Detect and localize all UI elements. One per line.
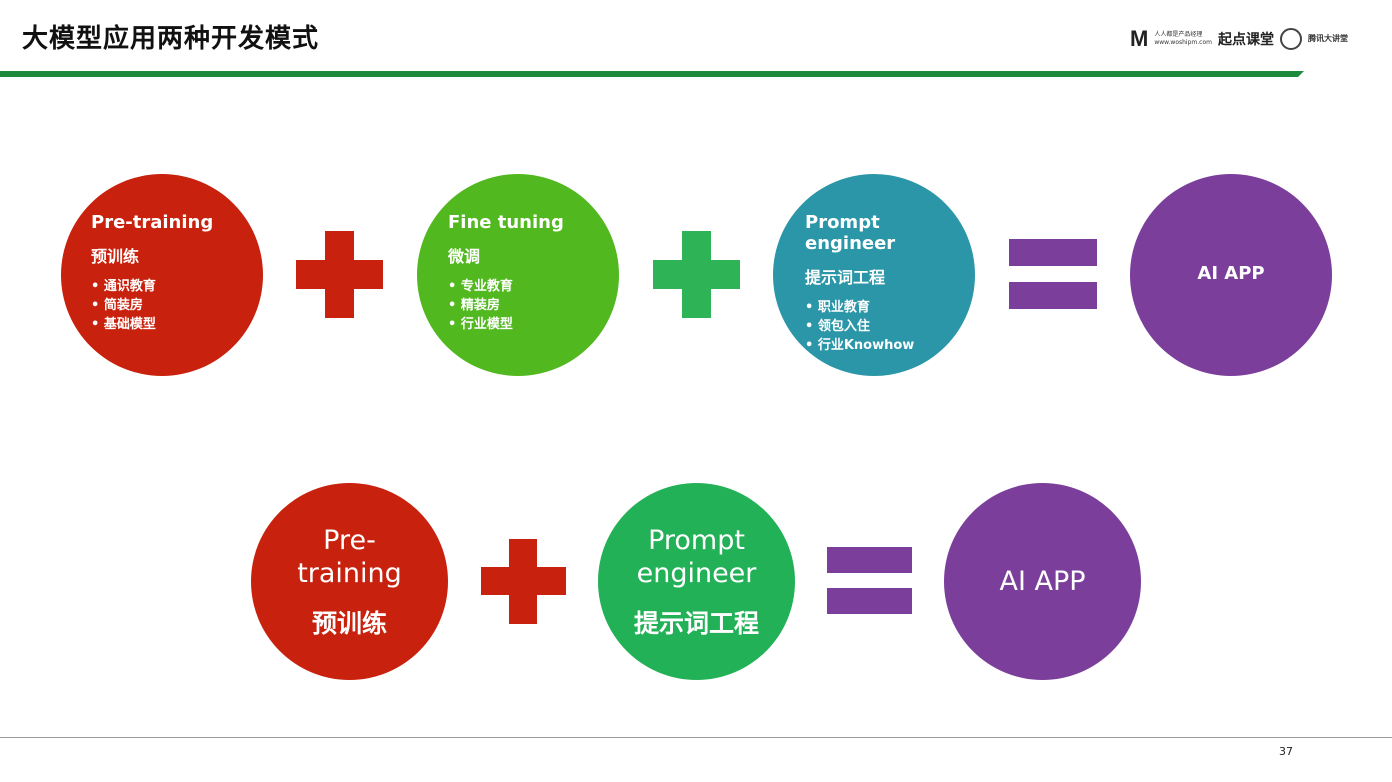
finetuning-title: Fine tuning xyxy=(448,212,564,233)
pretraining-title: Pre-training xyxy=(91,212,214,233)
woshipm-logo: M xyxy=(1130,26,1149,51)
list-item: 行业模型 xyxy=(448,315,619,334)
circle-pretraining-2: Pre- training 预训练 xyxy=(251,483,448,680)
list-item: 精装房 xyxy=(448,296,619,315)
plus-icon xyxy=(653,231,740,318)
page-title: 大模型应用两种开发模式 xyxy=(22,24,320,54)
woshipm-url: www.woshipm.com xyxy=(1154,39,1212,46)
page-number: 37 xyxy=(1279,745,1293,758)
pretraining-list: 通识教育 简装房 基础模型 xyxy=(91,277,263,334)
list-item: 简装房 xyxy=(91,296,263,315)
list-item: 通识教育 xyxy=(91,277,263,296)
circle-finetuning: Fine tuning 微调 专业教育 精装房 行业模型 xyxy=(417,174,619,376)
equals-icon xyxy=(827,547,912,614)
logo-bar: M 人人都是产品经理 www.woshipm.com 起点课堂 腾讯大讲堂 xyxy=(1130,26,1348,52)
plus-icon xyxy=(481,539,566,624)
pretraining2-title-line2: training xyxy=(297,557,402,589)
finetuning-subtitle: 微调 xyxy=(448,247,481,266)
woshipm-text: 人人都是产品经理 www.woshipm.com xyxy=(1154,31,1212,47)
pretraining-subtitle: 预训练 xyxy=(91,247,140,266)
prompt2-title-line2: engineer xyxy=(636,557,757,589)
list-item: 职业教育 xyxy=(805,298,975,317)
list-item: 基础模型 xyxy=(91,315,263,334)
tencent-seal-icon xyxy=(1279,28,1302,50)
prompt-title: Prompt engineer xyxy=(805,212,896,254)
pretraining2-title-line1: Pre- xyxy=(323,524,376,556)
title-underline xyxy=(0,71,1304,77)
prompt-subtitle: 提示词工程 xyxy=(805,268,886,287)
pretraining2-subtitle: 预训练 xyxy=(311,608,387,638)
circle-ai-app-2: AI APP xyxy=(944,483,1141,680)
tencent-logo: 腾讯大讲堂 xyxy=(1307,34,1348,43)
circle-ai-app: AI APP xyxy=(1130,174,1332,376)
circle-pretraining: Pre-training 预训练 通识教育 简装房 基础模型 xyxy=(61,174,263,376)
woshipm-name: 人人都是产品经理 xyxy=(1154,31,1203,38)
ai-app-title: AI APP xyxy=(1197,262,1265,284)
plus-icon xyxy=(296,231,383,318)
equals-icon xyxy=(1009,239,1097,309)
prompt-list: 职业教育 领包入住 行业Knowhow xyxy=(805,298,975,355)
ai-app2-title: AI APP xyxy=(999,566,1086,597)
prompt2-title-line1: Prompt xyxy=(648,524,745,556)
circle-prompt-engineer: Prompt engineer 提示词工程 职业教育 领包入住 行业Knowho… xyxy=(773,174,975,376)
circle-prompt-engineer-2: Prompt engineer 提示词工程 xyxy=(598,483,795,680)
prompt2-subtitle: 提示词工程 xyxy=(633,608,759,638)
list-item: 行业Knowhow xyxy=(805,336,975,355)
finetuning-list: 专业教育 精装房 行业模型 xyxy=(448,277,619,334)
footer-divider xyxy=(0,737,1392,738)
list-item: 专业教育 xyxy=(448,277,619,296)
qidian-logo: 起点课堂 xyxy=(1217,32,1274,48)
list-item: 领包入住 xyxy=(805,317,975,336)
